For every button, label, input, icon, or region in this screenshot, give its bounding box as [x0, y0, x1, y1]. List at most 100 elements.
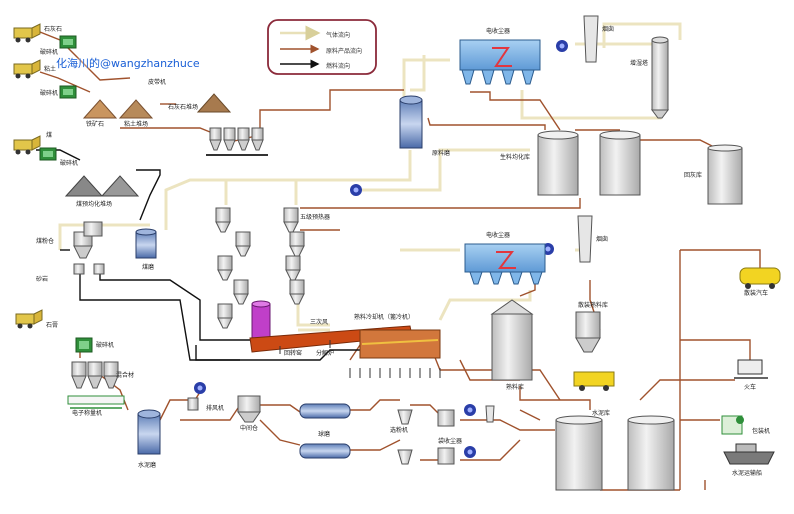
label-stone-yard: 石灰石堆场	[168, 104, 199, 111]
dump-truck-icon-1	[13, 23, 41, 43]
label-selector: 选粉机	[390, 427, 409, 434]
label-kiln: 回转窑	[284, 350, 303, 357]
clinker-cooler	[349, 329, 441, 378]
label-ball-mill: 球磨	[318, 431, 331, 438]
label-weigher: 电子称量机	[72, 410, 103, 417]
label-coal-mill: 煤磨	[142, 264, 155, 271]
label-coal: 煤	[46, 132, 53, 139]
label-iron-ore: 铁矿石	[86, 121, 105, 128]
coal-yard-pile	[64, 175, 140, 197]
chimney-cement	[485, 405, 495, 423]
label-cement-silo: 水泥库	[592, 410, 611, 417]
intermediate-bin	[237, 395, 261, 423]
label-clinker-silo: 熟料库	[506, 384, 525, 391]
watermark: 化海川的@wangzhanzhuce	[56, 57, 200, 70]
label-clay-yard: 粘土堆场	[124, 121, 149, 128]
label-return-silo: 回灰库	[684, 172, 703, 179]
label-homo-silo: 生料均化库	[500, 154, 531, 161]
crusher-icon-1	[59, 35, 77, 49]
label-cement-mill: 水泥磨	[138, 462, 157, 469]
label-tertiary-air: 三次风	[310, 319, 329, 326]
exhaust-fan-bin	[187, 397, 199, 411]
cement-silos	[555, 415, 675, 491]
return-dust-silo	[707, 144, 743, 205]
esp-mid	[464, 243, 546, 285]
homogenizing-silos	[537, 130, 641, 196]
label-crusher-1: 破碎机	[40, 49, 59, 56]
fan-icon-top	[556, 40, 568, 52]
label-esp-mid: 电收尘器	[486, 232, 511, 239]
legend-gas-label: 气体流向	[326, 32, 351, 39]
crusher-icon-3	[39, 147, 57, 161]
label-limestone: 石灰石	[44, 26, 63, 33]
raw-mill	[399, 95, 423, 149]
label-chimney-top: 烟囱	[602, 26, 615, 33]
label-preheater: 五级预热器	[300, 214, 331, 221]
legend-fuel-label: 燃料流向	[326, 63, 351, 70]
label-ship: 水泥运输船	[732, 470, 763, 477]
bulk-clinker-silo	[575, 311, 601, 353]
legend-material-label: 原料产品流向	[326, 48, 363, 55]
ball-mill-1	[299, 403, 351, 419]
label-bulk-truck: 散装汽车	[744, 290, 769, 297]
crusher-icon-2	[59, 85, 77, 99]
dump-truck-icon-4	[15, 309, 43, 329]
stone-stockpile	[196, 93, 232, 113]
label-coal-bin: 煤粉仓	[36, 238, 55, 245]
dump-truck-icon-2	[13, 59, 41, 79]
legend-box	[267, 19, 377, 75]
raw-material-bins	[206, 127, 268, 156]
label-mixture: 混合材	[116, 372, 135, 379]
fan-icon-raw	[350, 184, 362, 196]
label-decomposer: 分解炉	[316, 350, 335, 357]
coal-powder-bins	[73, 221, 105, 275]
label-crusher-3: 破碎机	[60, 160, 79, 167]
clinker-silo	[490, 299, 534, 381]
limestone-yard-pile	[118, 99, 154, 119]
crusher-icon-4	[75, 337, 93, 353]
chimney-mid	[577, 215, 593, 263]
clay-yard-pile	[82, 99, 118, 119]
ball-mill-2	[299, 443, 351, 459]
label-coal-yard: 煤预均化堆场	[76, 201, 113, 208]
label-gypsum: 石膏	[46, 322, 59, 329]
fan-icon-cement-3	[464, 446, 476, 458]
gypsum-bins	[71, 361, 119, 389]
separator	[397, 409, 413, 465]
train-icon	[734, 359, 768, 379]
packer-icon	[721, 415, 744, 435]
label-packer: 包装机	[752, 428, 771, 435]
label-chimney-mid: 烟囱	[596, 236, 609, 243]
gas-lines	[58, 22, 682, 332]
clinker-truck-icon	[573, 371, 615, 391]
ship-icon	[723, 443, 775, 465]
label-crusher-2: 破碎机	[40, 90, 59, 97]
electronic-weigher	[67, 395, 125, 409]
decomposer	[251, 300, 271, 339]
humidifying-tower	[651, 36, 669, 119]
label-esp-top: 电收尘器	[486, 28, 511, 35]
cement-mill	[137, 409, 161, 455]
esp-top	[459, 39, 541, 85]
fan-icon-cement-2	[464, 404, 476, 416]
label-belt-conveyor: 皮带机	[148, 79, 167, 86]
label-crusher-4: 破碎机	[96, 342, 115, 349]
dump-truck-icon-3	[13, 135, 41, 155]
material-lines	[39, 31, 761, 491]
coal-mill	[135, 228, 157, 259]
label-clay: 粘土	[44, 66, 57, 73]
bag-filter	[437, 409, 455, 465]
label-humid-tower: 增湿塔	[630, 60, 649, 67]
label-bulk-clinker: 散装熟料库	[578, 302, 609, 309]
label-train: 火车	[744, 384, 757, 391]
chimney-top	[583, 15, 599, 63]
label-raw-mill: 原料磨	[432, 150, 451, 157]
preheater-tower	[215, 207, 305, 329]
label-fan: 排风机	[206, 405, 225, 412]
label-cooler: 熟料冷却机（篦冷机）	[354, 314, 415, 321]
bulk-cement-truck-icon	[739, 267, 781, 289]
label-sep-bin: 中间仓	[240, 425, 259, 432]
label-bag-filter: 袋收尘器	[438, 438, 463, 445]
